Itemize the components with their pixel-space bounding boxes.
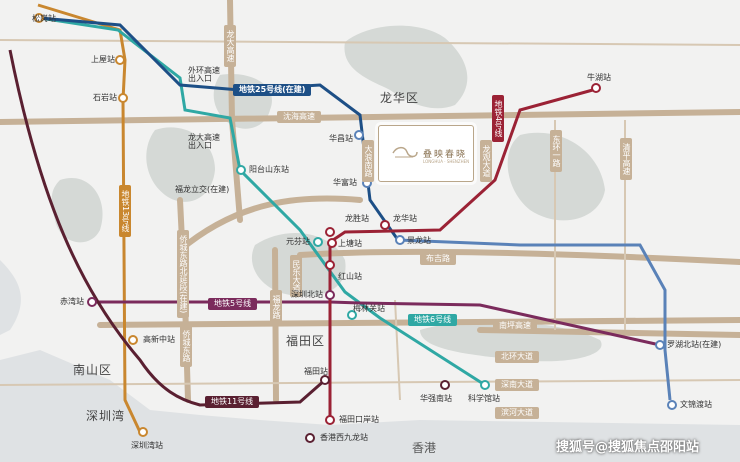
road-longguan: 龙观大道 [480,140,492,182]
label-waihuan-entrance: 外环高速出入口 [188,66,220,83]
station-longsheng: 龙胜站 [345,214,369,223]
project-card[interactable]: 叠映春晓 LONGHUA · SHENZHEN [378,125,474,182]
station-gaoxinzhong: 高新中站 [143,335,175,344]
station-huaqiangnan: 华强南站 [420,394,452,403]
station-yuanfen: 元芬站 [286,237,310,246]
district-hongkong: 香港 [412,441,437,455]
road-binhe: 滨河大道 [495,407,539,419]
label-longda-entrance: 龙大高速出入口 [188,133,220,150]
label-fulong-junction: 福龙立交(在建) [175,185,230,194]
station-shiyan: 石岩站 [93,93,117,102]
station-songgang: 松岗站 [32,14,56,23]
station-kexueguan: 科学馆站 [468,394,500,403]
station-yangtaishan-east: 阳台山东站 [249,165,289,174]
road-buzhi: 布吉路 [420,253,456,265]
road-meilong: 福龙路 [270,290,282,324]
coast-west [0,260,21,335]
road-shennan: 深南大道 [495,379,539,391]
line13-route [37,3,142,433]
station-shangwu: 上屋站 [91,55,115,64]
project-subtitle: LONGHUA · SHENZHEN [423,159,470,164]
station-chiwan: 赤湾站 [60,297,84,306]
station-longhua: 龙华站 [393,214,417,223]
road-beihuan: 北环大道 [495,351,539,363]
line6-tag: 地铁6号线 [408,314,458,326]
road-qiaocheng-north: 侨城东路北延段(在建) [177,230,189,319]
station-wenjindu: 文锦渡站 [680,400,712,409]
blue-route [397,238,672,401]
district-shenzhenwan: 深圳湾 [86,409,126,423]
watermark: 搜狐号@搜狐焦点邵阳站 [556,440,700,455]
district-longhua: 龙华区 [380,91,420,105]
station-hongshan: 红山站 [338,272,362,281]
road-longda: 龙大高速 [224,25,236,67]
road-qingping: 清平高速 [620,138,632,180]
district-nanshan: 南山区 [73,363,113,377]
station-shenzhenwan: 深圳湾站 [131,441,163,450]
station-shangtang: 上塘站 [338,239,362,248]
shenzhen-bay-water [0,350,740,462]
road-east-longhua: 东环一路 [550,130,562,172]
station-futian: 福田站 [304,367,328,376]
station-shenzhenbei: 深圳北站 [291,290,323,299]
mountain-north [344,25,468,109]
station-luohubei: 罗湖北站(在建) [667,340,722,349]
line13-tag: 地铁13号线 [119,185,131,238]
district-futian: 福田区 [286,334,326,348]
mountain-east [507,132,605,221]
line4-tag: 地铁4号线 [492,95,504,143]
project-name: 叠映春晓 [423,150,468,160]
station-hk-west-kowloon: 香港西九龙站 [320,433,368,442]
line11-tag: 地铁11号线 [205,396,260,408]
road-nanping: 南坪高速 [493,320,537,332]
station-huachang: 华昌站 [329,134,353,143]
line5-tag: 地铁5号线 [208,298,258,310]
mountain-yangtai [146,127,215,202]
road-minzhi: 民乐大道 [290,255,302,297]
station-markers [34,13,677,443]
station-jinglong: 景龙站 [407,236,431,245]
road-qiaocheng: 侨城东路 [180,325,192,367]
line25-tag: 地铁25号线(在建) [233,84,312,96]
station-meilinguan: 梅林关站 [353,304,385,313]
road-dalang: 大浪南路 [362,140,374,182]
project-logo-icon [392,146,418,158]
mountain-nanshan [51,178,103,243]
line11-route [8,49,326,407]
road-yanhai: 沈海高速 [277,111,321,123]
station-niuhu: 牛湖站 [587,73,611,82]
station-huafu: 华富站 [333,178,357,187]
station-futiankouan: 福田口岸站 [339,415,379,424]
